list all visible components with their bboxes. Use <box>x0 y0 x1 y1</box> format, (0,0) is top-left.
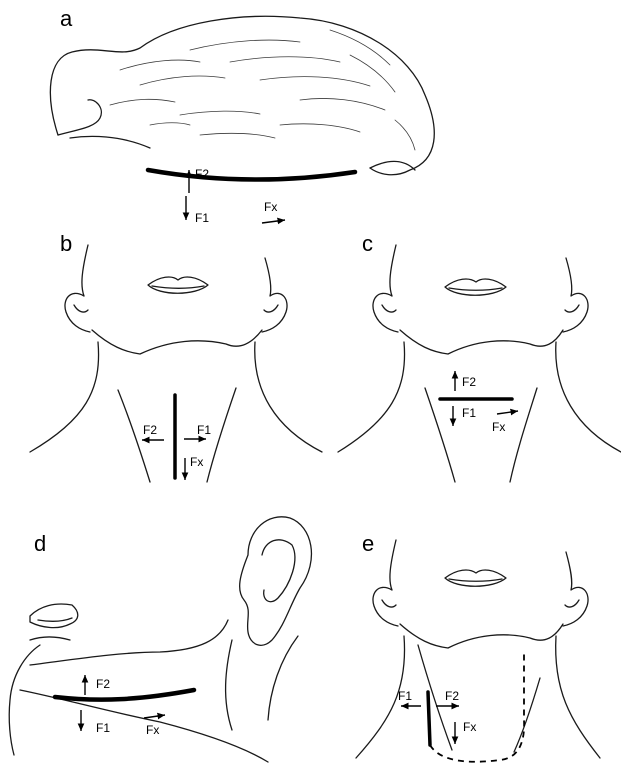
panel-c-lips <box>445 279 506 295</box>
panel-a-head-outline <box>50 16 434 174</box>
panel-d-label-fx: Fx <box>146 723 159 737</box>
panel-c-label-f1: F1 <box>462 406 476 420</box>
panel-e-lips <box>445 570 506 586</box>
panel-d-ear <box>240 517 312 645</box>
panel-c-face-left <box>373 245 398 332</box>
panel-e-incision <box>428 692 430 745</box>
panel-c-neck-left <box>338 342 405 452</box>
panel-e-face-right <box>563 552 588 626</box>
panel-b-label-fx: Fx <box>190 455 203 469</box>
panel-a-incision <box>148 170 355 180</box>
panel-b-lips <box>148 277 208 293</box>
panel-a-label-fx: Fx <box>264 200 277 214</box>
panel-d-arrow-fx <box>144 715 165 718</box>
panel-a-letter: a <box>60 6 73 31</box>
panel-b-neck-right <box>255 342 322 452</box>
panel-d-lips <box>30 604 78 640</box>
panel-c-jawline <box>400 330 563 354</box>
panel-b-ear-right <box>264 305 278 312</box>
panel-d: d F2 F1 Fx <box>9 517 311 762</box>
panel-e-label-fx: Fx <box>463 720 476 734</box>
panel-a-neck-left <box>70 136 150 148</box>
panel-a-arrow-fx <box>262 220 285 223</box>
panel-e-scm-right <box>514 678 540 752</box>
panel-a-label-f1: F1 <box>195 211 209 225</box>
panel-b-neck-left <box>30 342 99 452</box>
panel-c: c F2 F1 Fx <box>338 231 621 482</box>
panel-e-label-f2: F2 <box>445 689 459 703</box>
panel-e: e F1 F2 Fx <box>356 531 600 762</box>
panel-e-label-f1: F1 <box>398 689 412 703</box>
panel-b-letter: b <box>60 231 72 256</box>
panel-d-ear-inner <box>262 540 295 602</box>
panel-d-label-f1: F1 <box>96 721 110 735</box>
panel-b-label-f2: F2 <box>143 423 157 437</box>
panel-a-label-f2: F2 <box>195 167 209 181</box>
panel-a-hair-hatching <box>110 30 415 150</box>
panel-d-neck-back <box>226 640 232 730</box>
panel-c-ear-right <box>565 305 579 312</box>
panel-e-ear-right <box>565 600 579 607</box>
panel-b: b F2 F1 Fx <box>30 231 322 482</box>
panel-c-letter: c <box>362 231 373 256</box>
panel-c-scm-right <box>510 388 537 482</box>
panel-e-jawline <box>400 624 563 648</box>
panel-e-letter: e <box>362 531 374 556</box>
panel-c-arrow-fx <box>497 411 518 414</box>
panel-e-ear-left <box>382 600 396 607</box>
panel-b-jawline <box>92 330 262 354</box>
panel-b-face-left <box>65 245 90 332</box>
panel-b-scm-right <box>207 388 236 482</box>
panel-b-face-right <box>262 258 287 332</box>
panel-b-label-f1: F1 <box>197 423 211 437</box>
panel-b-ear-left <box>74 305 88 312</box>
panel-c-scm-left <box>425 388 455 482</box>
panel-c-face-right <box>563 258 588 332</box>
panel-a: a F2 F1 Fx <box>50 6 434 225</box>
panel-d-trapezius <box>268 636 298 720</box>
panel-d-incision <box>55 690 194 700</box>
panel-a-ear-fold <box>58 100 101 135</box>
panel-c-neck-right <box>556 342 621 452</box>
panel-c-label-fx: Fx <box>492 420 505 434</box>
panel-e-face-left <box>373 540 398 626</box>
panel-d-label-f2: F2 <box>96 677 110 691</box>
panel-c-label-f2: F2 <box>462 375 476 389</box>
panel-a-neck-right <box>370 161 415 170</box>
panel-e-neck-right <box>556 636 600 758</box>
panel-c-ear-left <box>382 305 396 312</box>
panel-d-letter: d <box>34 531 46 556</box>
panel-d-chin-jaw <box>9 645 40 755</box>
